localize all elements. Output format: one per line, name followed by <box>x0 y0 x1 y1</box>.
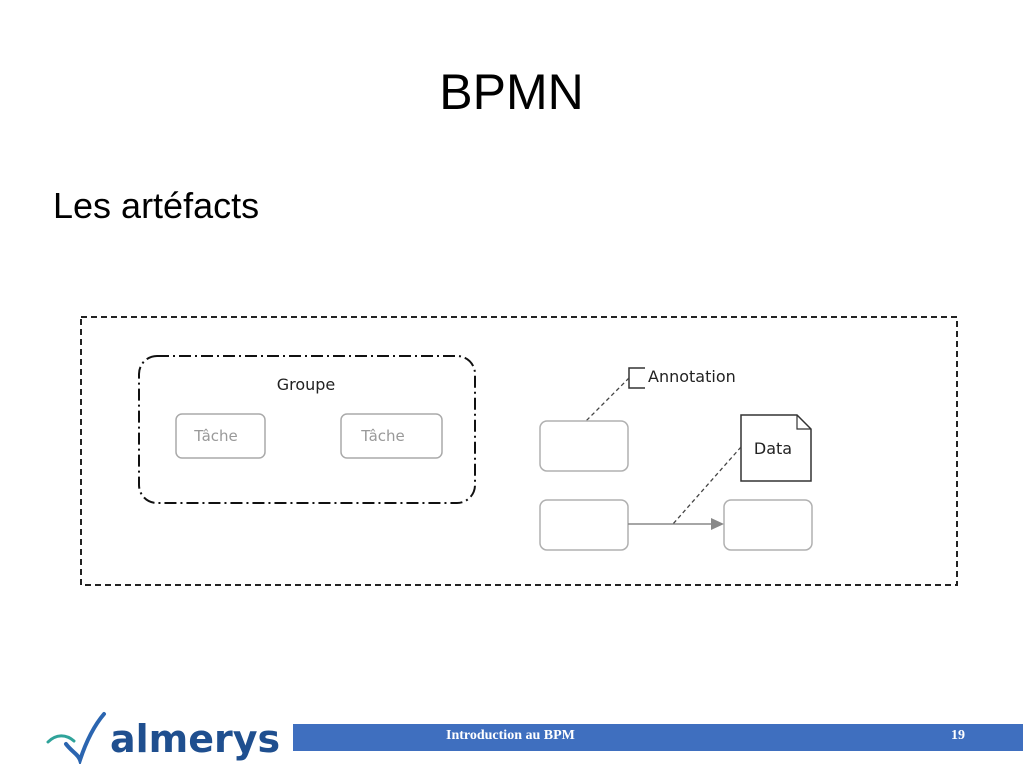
group-box <box>138 355 476 504</box>
outer-dashed-frame <box>80 316 958 586</box>
slide-subtitle: Les artéfacts <box>53 185 260 226</box>
data-object-label: Data <box>754 439 792 458</box>
logo-check-icon <box>64 712 106 764</box>
task-box-annotated <box>539 420 629 472</box>
group-label: Groupe <box>277 375 336 394</box>
footer-bar <box>293 724 1023 751</box>
data-object-fold <box>796 415 811 430</box>
annotation-label: Annotation <box>648 367 736 386</box>
page-number: 19 <box>951 728 965 743</box>
task-box-source <box>539 499 629 551</box>
task-label-1: Tâche <box>193 427 238 445</box>
slide-title: BPMN <box>439 64 584 120</box>
task-label-2: Tâche <box>360 427 405 445</box>
logo-swoosh-icon <box>46 734 76 744</box>
logo-wordmark: almerys <box>110 717 280 761</box>
task-box-target <box>723 499 813 551</box>
annotation-association-line <box>583 377 630 424</box>
data-object-shape <box>740 414 812 482</box>
annotation-bracket <box>628 367 645 389</box>
almerys-logo: almerys <box>46 712 280 764</box>
data-association-line <box>672 446 742 525</box>
task-box-2 <box>340 413 443 459</box>
task-box-1 <box>175 413 266 459</box>
sequence-flow-arrowhead <box>711 518 724 530</box>
footer-caption: Introduction au BPM <box>446 728 575 743</box>
